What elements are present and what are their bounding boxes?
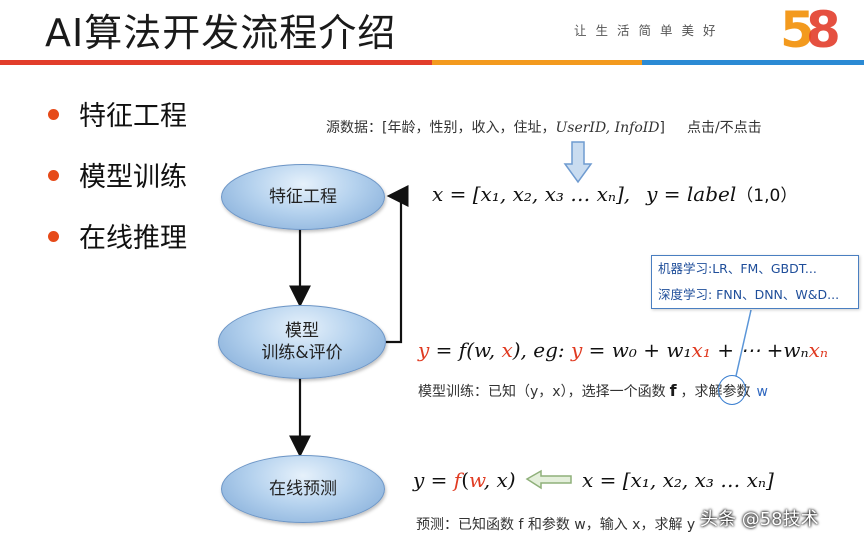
node-model-training: 模型训练&评价 <box>218 305 386 379</box>
page-title: AI算法开发流程介绍 <box>45 11 397 55</box>
arrow-feedback-loop <box>386 185 409 344</box>
feature-formula: x = [x₁, x₂, x₃ … xₙ],y = label（1,0） <box>432 182 798 206</box>
predict-formula-right: x = [x₁, x₂, x₃ … xₙ] <box>582 468 774 492</box>
bullet-dot-icon <box>48 231 59 242</box>
watermark: 头条 @58技术 <box>700 509 819 530</box>
slogan: 让生活简单美好 <box>574 23 725 38</box>
predict-note: 预测：已知函数 f 和参数 w，输入 x，求解 y <box>416 517 696 533</box>
ml-line: 机器学习:LR、FM、GBDT... <box>658 261 817 276</box>
svg-text:8: 8 <box>806 1 840 54</box>
node-online-prediction: 在线预测 <box>221 455 385 523</box>
header-stripe-red <box>0 60 432 65</box>
node-feature-engineering: 特征工程 <box>221 164 385 230</box>
ml-methods-box: 机器学习:LR、FM、GBDT... 深度学习: FNN、DNN、W&D... <box>651 255 859 309</box>
header-stripe-orange <box>432 60 642 65</box>
pointer-line <box>735 309 752 377</box>
bullet-item: 在线推理 <box>48 216 187 255</box>
model-formula: y = f(w, x), eg: y = w₀ + w₁x₁ + ⋯ +wₙxₙ <box>418 338 829 362</box>
bullet-item: 特征工程 <box>48 94 187 133</box>
f-highlight-circle <box>718 375 746 405</box>
hollow-down-arrow-icon <box>563 141 593 184</box>
header-stripe-blue <box>642 60 864 65</box>
predict-formula-left: y = f(w, x) <box>413 468 516 492</box>
source-data-text: 源数据：[年龄，性别，收入，住址，UserID, InfoID]点击/不点击 <box>326 120 762 136</box>
logo-58: 5 8 <box>780 1 840 54</box>
hollow-left-arrow-icon <box>525 469 572 490</box>
bullet-item: 模型训练 <box>48 155 187 194</box>
bullet-dot-icon <box>48 109 59 120</box>
dl-line: 深度学习: FNN、DNN、W&D... <box>658 287 840 302</box>
svg-text:5: 5 <box>780 1 815 54</box>
bullet-dot-icon <box>48 170 59 181</box>
